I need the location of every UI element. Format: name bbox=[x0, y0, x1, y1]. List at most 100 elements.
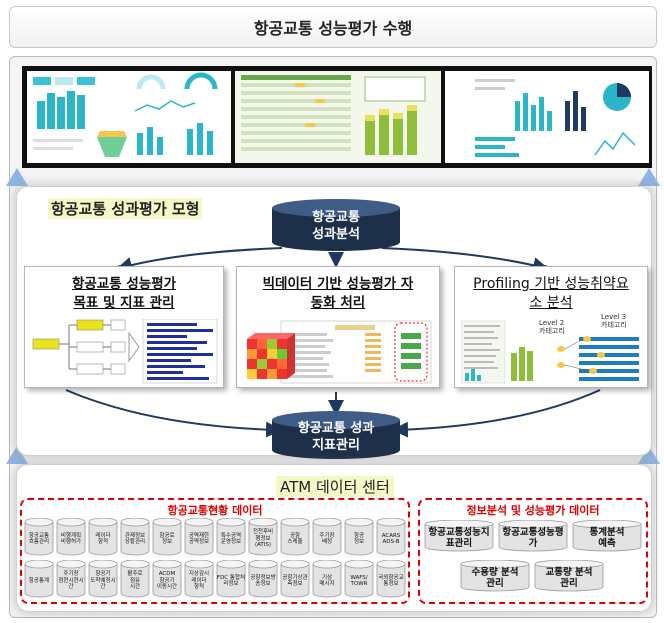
dashboard-thumbnail-1 bbox=[27, 71, 231, 163]
database-label: 도착예정시 bbox=[90, 577, 116, 584]
database-label: 예측 bbox=[598, 538, 616, 549]
dashboard-strip bbox=[22, 66, 652, 168]
database-item: WAFS/TOWR bbox=[344, 560, 374, 598]
info-data-title: 정보분석 및 성능평가 데이터 bbox=[466, 504, 600, 517]
performance-analysis-db: 항공교통 성과분석 bbox=[270, 198, 402, 252]
dashboard-thumbnail-3 bbox=[445, 71, 649, 163]
database-label: 가 bbox=[528, 538, 538, 549]
profiling-title-1: Profiling 기반 성능취약요 bbox=[473, 276, 629, 292]
database-label: ACDM bbox=[158, 571, 176, 578]
profiling-title-2: 소 분석 bbox=[529, 295, 573, 311]
hierarchy-diagram bbox=[32, 319, 218, 384]
database-label: 항공교통성능평 bbox=[502, 527, 564, 538]
right-upload-arrow-icon bbox=[638, 168, 660, 186]
database-label: 항공로 bbox=[159, 532, 175, 539]
database-label: 이동시간 bbox=[156, 584, 178, 591]
level2-label-2: 카테고리 bbox=[539, 327, 565, 335]
database-label: 교통량 분석 bbox=[545, 567, 593, 578]
database-label: 측정보 bbox=[287, 581, 303, 587]
database-item: 항공통계 bbox=[24, 560, 54, 598]
info-data-group bbox=[418, 498, 648, 604]
database-label: 행정보(ATIS) bbox=[254, 535, 272, 549]
database-label: 점유 bbox=[129, 577, 141, 584]
database-label: 흐름관리 bbox=[28, 539, 50, 545]
status-data-group bbox=[20, 498, 410, 604]
database-label: 항공 bbox=[353, 532, 365, 539]
database-label: ADS-B bbox=[382, 539, 400, 545]
database-label: 정보 bbox=[161, 539, 173, 545]
bigdata-title-2: 동화 처리 bbox=[310, 295, 366, 311]
level2-label-1: Level 2 bbox=[539, 319, 565, 327]
database-label: 리정보 bbox=[223, 581, 239, 587]
database-label: 간 bbox=[100, 584, 106, 591]
atm-title: ATM 데이터 센터 bbox=[276, 476, 394, 497]
left-upload-arrow-icon bbox=[6, 168, 28, 186]
database-label: 관리 bbox=[560, 578, 578, 589]
database-label: 기상 bbox=[321, 574, 333, 581]
database-label: 레이더 bbox=[95, 532, 111, 539]
database-label: 간 bbox=[68, 584, 74, 591]
database-label: 공역제한 bbox=[188, 532, 210, 539]
database-label: 공역정보 bbox=[188, 539, 210, 545]
indicator-management-db: 항공교통 성과 지표관리 bbox=[270, 410, 402, 460]
dashboard-thumbnail-2 bbox=[235, 71, 441, 163]
database-label: 주기장 bbox=[63, 571, 79, 578]
level3-label-1: Level 3 bbox=[601, 313, 627, 321]
profiling-analysis-box: Profiling 기반 성능취약요 소 분석 Level 2 카테고리 Lev… bbox=[454, 266, 648, 388]
database-label: 항공기 bbox=[159, 577, 175, 584]
database-label: 관리 bbox=[486, 578, 504, 589]
bigdata-title-1: 빅데이터 기반 성능평가 자 bbox=[262, 276, 414, 292]
bigdata-automation-box: 빅데이터 기반 성능평가 자 동화 처리 bbox=[236, 266, 440, 388]
database-label: 전천후비 bbox=[252, 529, 274, 536]
database-label: 관제정보 bbox=[124, 532, 146, 539]
database-label: 표관리 bbox=[445, 538, 473, 549]
database-label: ACARS bbox=[381, 532, 401, 539]
database-label: 수용량 분석 bbox=[471, 567, 519, 578]
database-label: 시간 bbox=[129, 584, 141, 591]
database-label: 항공기 bbox=[95, 571, 111, 578]
model-title: 항공교통 성과평가 모형 bbox=[48, 198, 203, 219]
goal-indicator-title-1: 항공교통 성능평가 bbox=[71, 276, 177, 292]
database-label: 특수공역 bbox=[220, 532, 242, 539]
database-label: 점현시현시 bbox=[58, 577, 84, 584]
data-table-figure bbox=[247, 320, 432, 384]
page-title: 항공교통 성능평가 수행 bbox=[9, 6, 657, 48]
database-label: 공항 bbox=[289, 532, 301, 539]
database-label: 통정보 bbox=[383, 581, 399, 587]
status-data-title: 항공교통현황 데이터 bbox=[167, 504, 263, 517]
database-label: 비행허가 bbox=[60, 539, 82, 545]
database-label: 상황관리 bbox=[124, 539, 146, 545]
database-label: 공항기상관 bbox=[282, 574, 308, 581]
database-label: WAFS/ bbox=[350, 574, 368, 581]
database-label: 스케줄 bbox=[287, 539, 303, 545]
level3-label-2: 카테고리 bbox=[601, 321, 627, 329]
database-label: 비행계획 bbox=[60, 532, 82, 539]
goal-indicator-title-2: 목표 및 지표 관리 bbox=[73, 295, 175, 311]
database-label: FDC 통합처 bbox=[216, 574, 246, 581]
goal-indicator-box: 항공교통 성능평가 목표 및 지표 관리 bbox=[24, 266, 224, 388]
database-label: 배정 bbox=[321, 539, 333, 545]
database-label: 항공교통성능지 bbox=[428, 527, 490, 538]
